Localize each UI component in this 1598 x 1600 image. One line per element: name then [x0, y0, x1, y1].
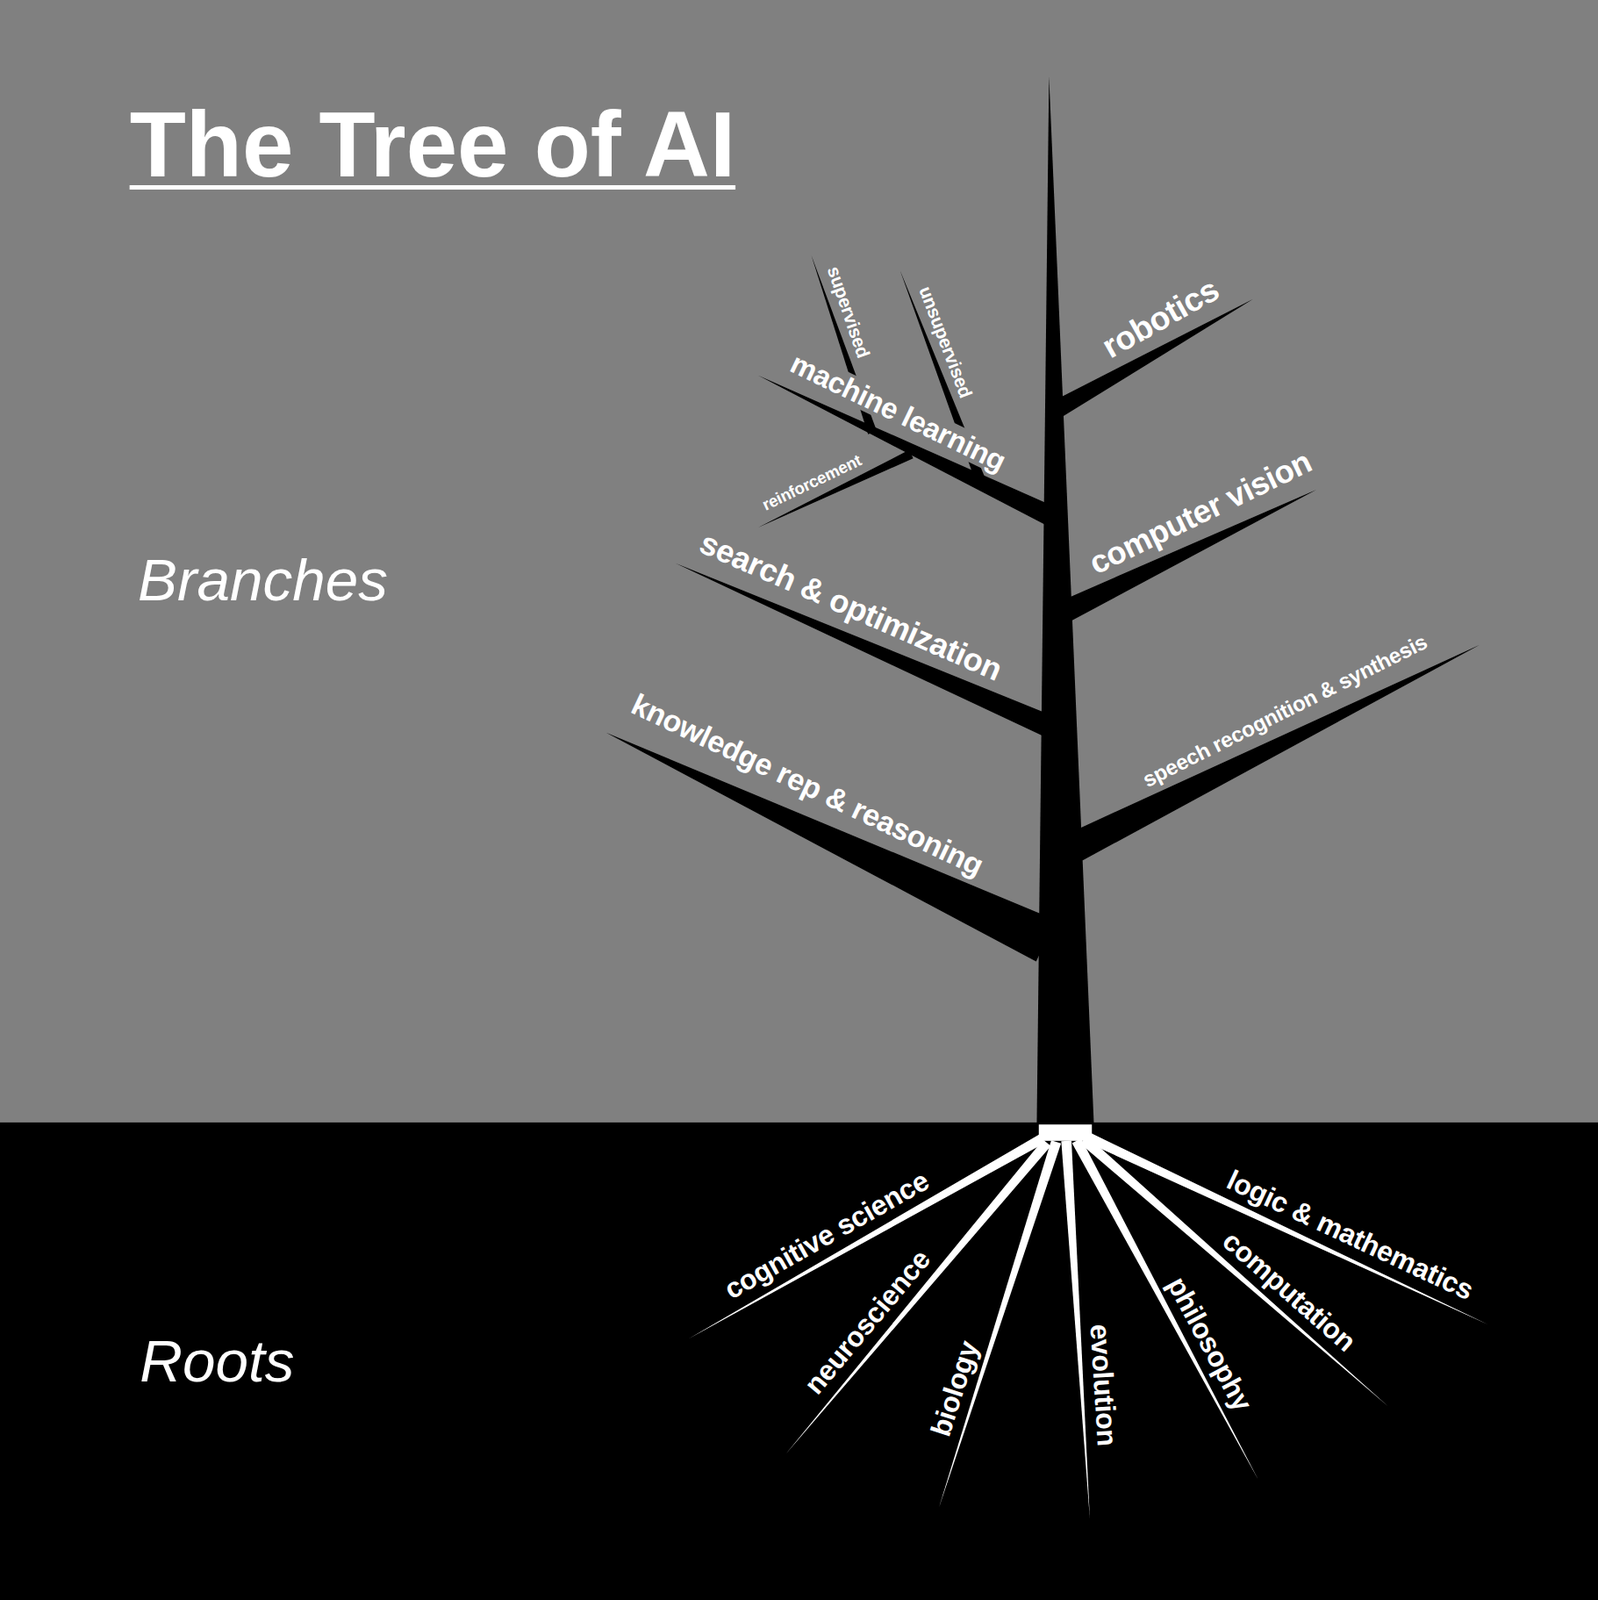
tree-branch [758, 450, 914, 528]
tree-root [938, 1139, 1061, 1508]
root-label: evolution [1085, 1323, 1122, 1448]
branch-group [606, 255, 1480, 962]
tree-branch [1068, 644, 1480, 861]
root-group [688, 1132, 1489, 1519]
tree-branch [606, 732, 1056, 962]
diagram-title: The Tree of AI [129, 93, 736, 196]
section-label: Branches [137, 550, 388, 610]
soil-background [0, 1122, 1598, 1600]
sky-background [0, 0, 1598, 1124]
section-label: Roots [139, 1331, 294, 1391]
tree-branch [675, 563, 1052, 737]
root-base [1039, 1124, 1092, 1141]
